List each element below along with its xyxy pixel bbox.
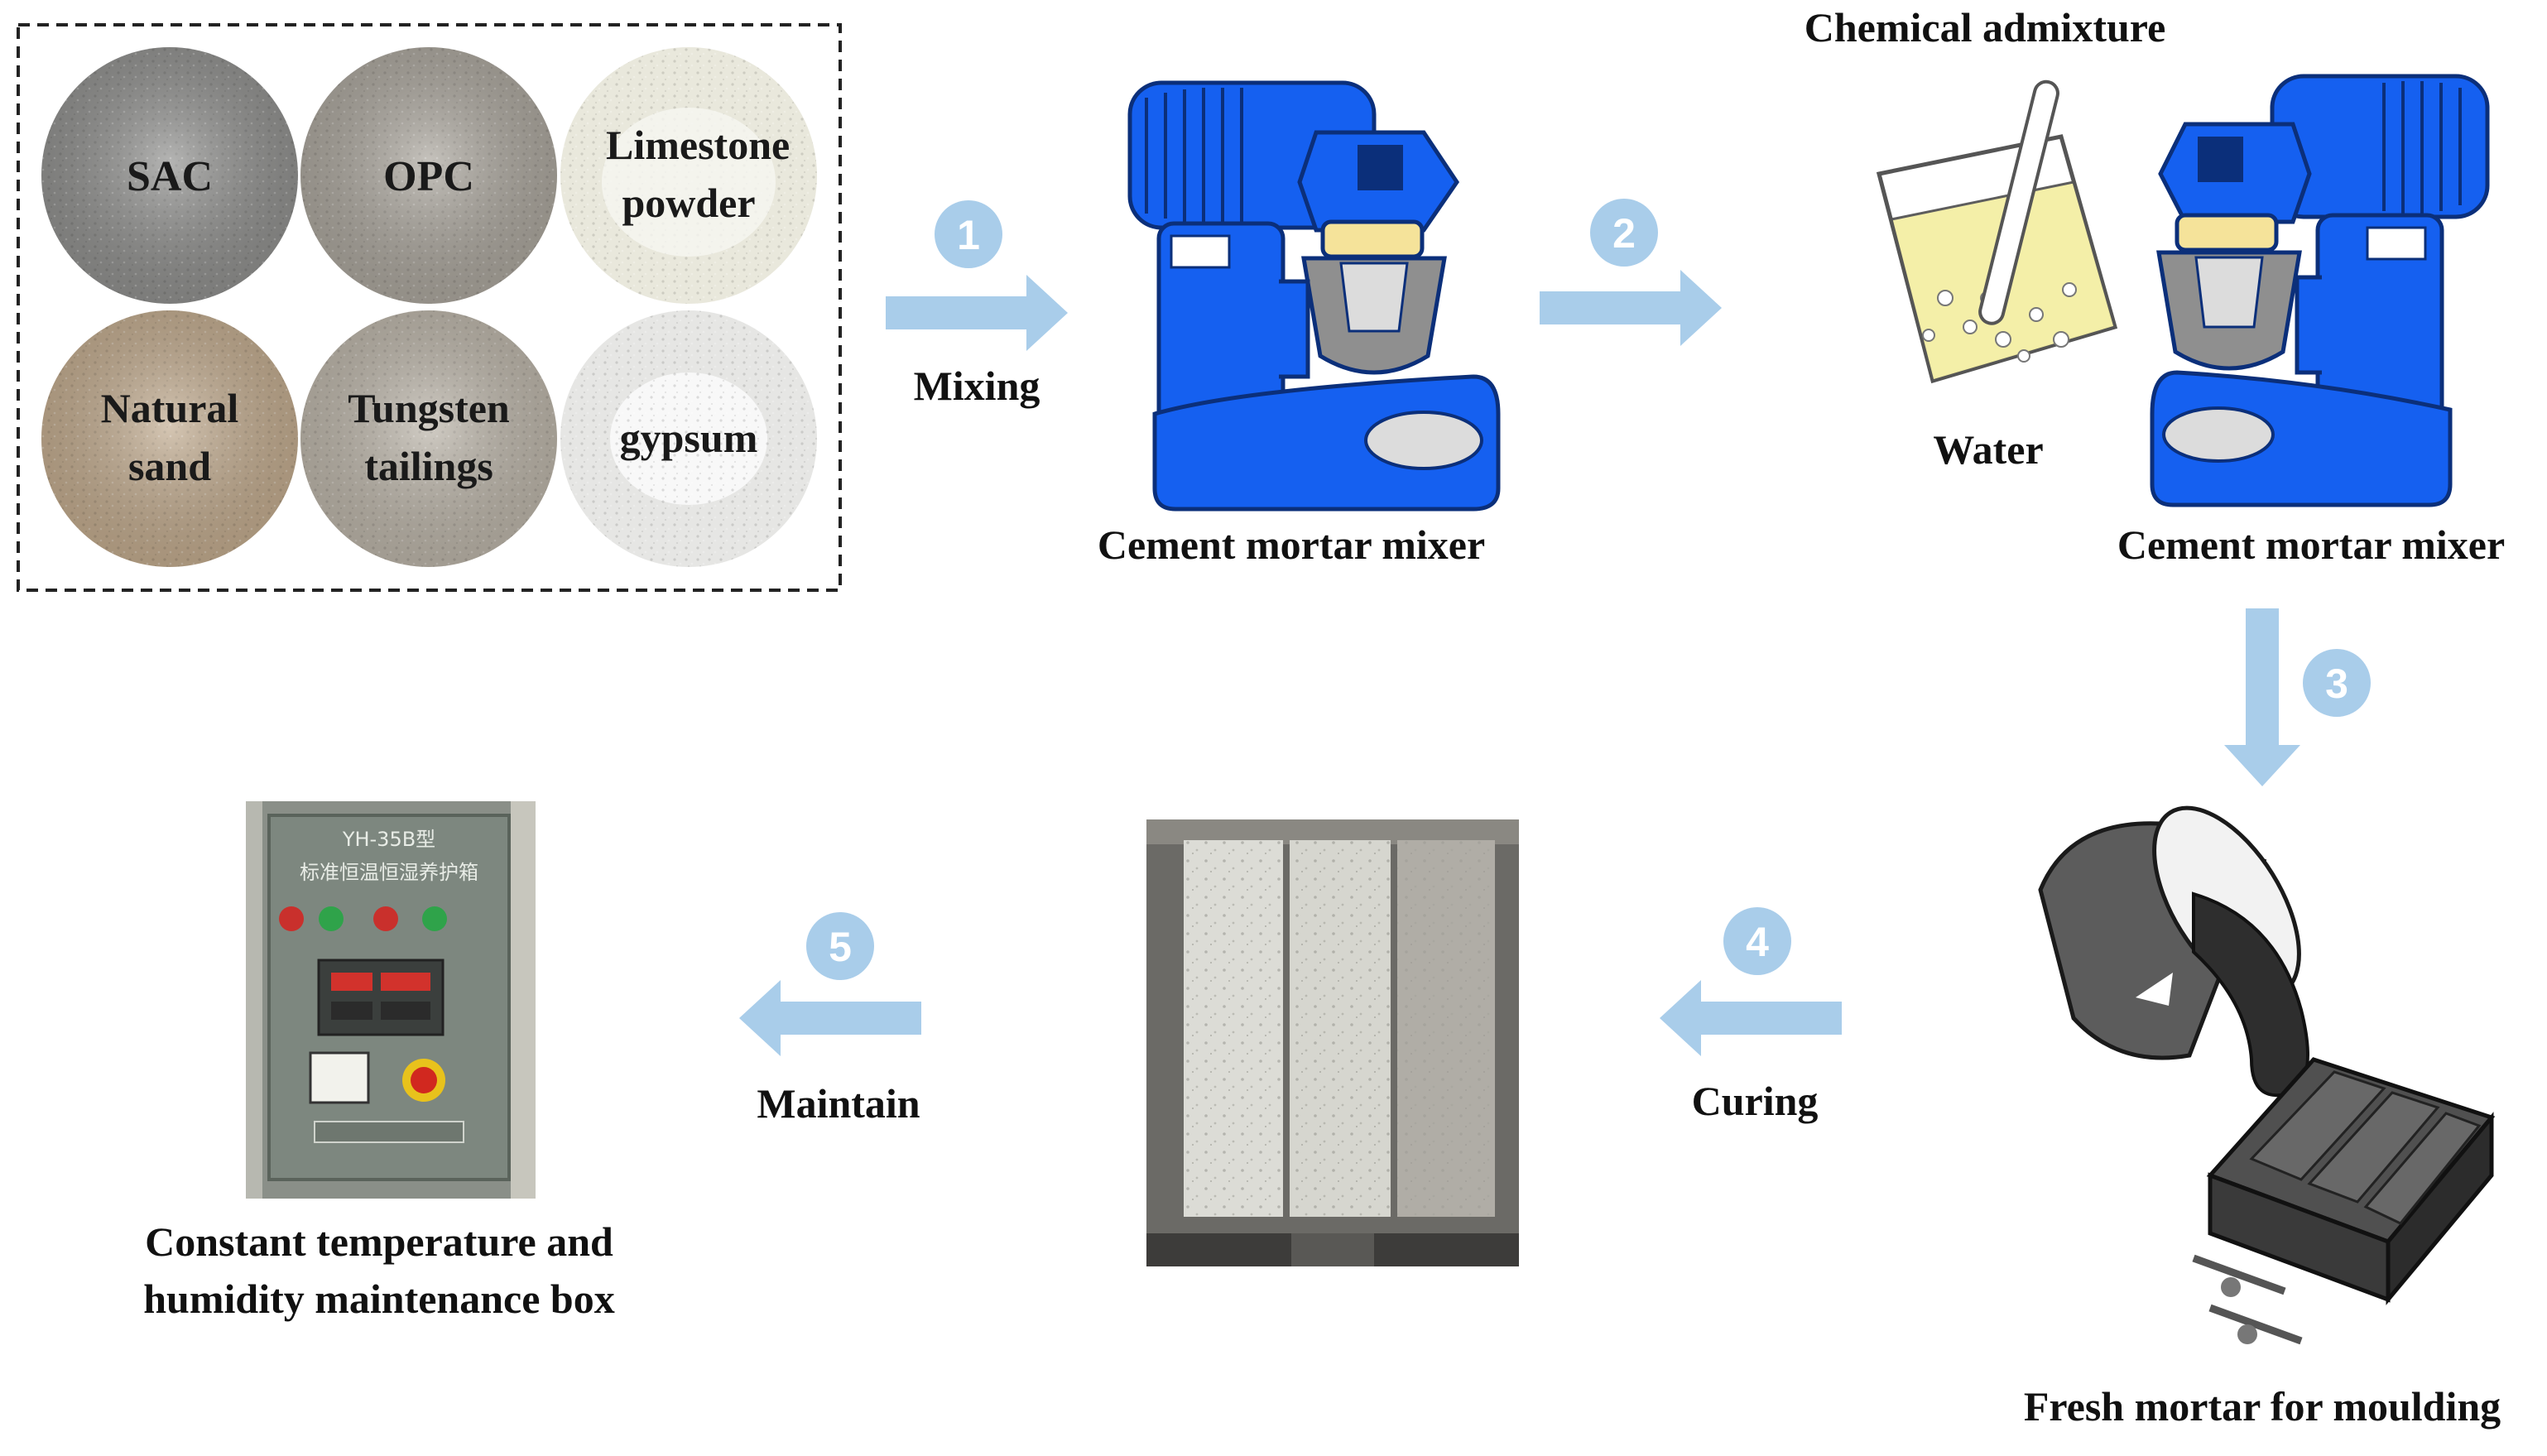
material-sand-label: Natural sand (100, 385, 239, 489)
indicator-light-icon (319, 906, 344, 931)
material-opc-label: OPC (383, 153, 474, 200)
step-4-label: Curing (1692, 1078, 1819, 1124)
step-4-arrow: 4 Curing (1660, 907, 1842, 1124)
material-opc: OPC (300, 47, 557, 304)
pouring-bucket-icon (2038, 805, 2309, 1098)
step-3-number: 3 (2325, 661, 2348, 707)
step-2-badge (1590, 199, 1658, 267)
curing-box-label-line-2: humidity maintenance box (143, 1276, 615, 1322)
step-3-arrow: 3 (2224, 608, 2371, 786)
material-tailings-label: Tungsten tailings (348, 385, 510, 489)
material-limestone-powder: Limestone powder (560, 47, 817, 304)
controller-display (317, 959, 445, 1036)
material-sac-label: SAC (127, 153, 213, 200)
arrow-left-icon (1660, 980, 1842, 1056)
mixer-1-label: Cement mortar mixer (1098, 521, 1485, 568)
step-1-number: 1 (957, 212, 980, 258)
mortar-mixer-icon (1127, 80, 1501, 512)
mixer-2: Cement mortar mixer (2117, 74, 2505, 568)
step-4-badge (1723, 907, 1791, 975)
indicator-light-icon (373, 906, 398, 931)
step-1-badge (935, 200, 1002, 268)
fresh-mortar-label: Fresh mortar for moulding (2024, 1383, 2501, 1430)
arrow-right-icon (886, 275, 1068, 351)
step-5-badge (806, 912, 874, 980)
step-4-number: 4 (1746, 919, 1769, 965)
mixer-2-label: Cement mortar mixer (2117, 521, 2505, 568)
material-gypsum-label: gypsum (620, 415, 758, 461)
curing-box-caption: Constant temperature and humidity mainte… (143, 1218, 615, 1322)
water-label: Water (1933, 426, 2043, 473)
mortar-mixer-icon (2150, 74, 2490, 507)
curing-box-model: YH-35B型 (342, 828, 435, 851)
material-sac: SAC (41, 47, 298, 304)
gauge-meter (309, 1051, 370, 1104)
material-tungsten-tailings: Tungsten tailings (300, 310, 557, 567)
step-2-number: 2 (1612, 210, 1636, 257)
step-5-number: 5 (829, 924, 852, 970)
chemical-admixture-label: Chemical admixture (1805, 4, 2166, 50)
fresh-mortar-moulding: Fresh mortar for moulding (2024, 805, 2501, 1430)
arrow-left-icon (739, 980, 921, 1056)
beaker-icon (1876, 79, 2118, 384)
step-1-arrow: 1 Mixing (886, 200, 1068, 409)
material-limestone-label: Limestone powder (606, 122, 791, 226)
curing-box-title: 标准恒温恒湿养护箱 (300, 861, 478, 884)
step-5-label: Maintain (757, 1080, 920, 1127)
indicator-light-icon (279, 906, 304, 931)
arrow-down-icon (2224, 608, 2300, 786)
raw-materials-panel: SAC OPC Limestone powder Natural sand (17, 23, 842, 592)
step-2-arrow: 2 (1540, 199, 1722, 346)
step-5-arrow: 5 Maintain (739, 912, 921, 1127)
mixer-1: Cement mortar mixer (1098, 80, 1501, 568)
step-1-label: Mixing (914, 363, 1040, 409)
step-3-badge (2303, 649, 2371, 717)
indicator-light-icon (422, 906, 447, 931)
arrow-right-icon (1540, 270, 1722, 346)
cured-specimens-photo (1146, 819, 1519, 1266)
material-natural-sand: Natural sand (41, 310, 298, 567)
triple-mould-icon (2192, 1057, 2496, 1345)
admixture-beaker: Chemical admixture Water (1805, 4, 2166, 473)
curing-box-photo: YH-35B型 标准恒温恒湿养护箱 (246, 801, 536, 1199)
curing-box-label-line-1: Constant temperature and (145, 1218, 613, 1265)
material-gypsum: gypsum (560, 310, 817, 567)
